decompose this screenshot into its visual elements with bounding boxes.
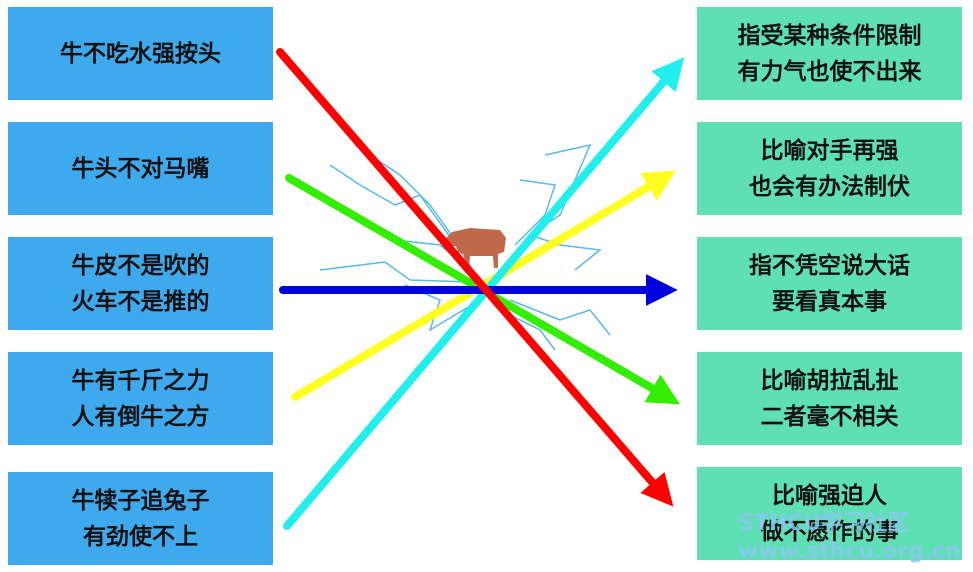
right-item-1-line-2: 有力气也使不出来 [737, 58, 922, 85]
right-item-3: 指不凭空说大话 要看真本事 [697, 237, 962, 330]
left-item-1-line-1: 牛不吃水强按头 [60, 40, 221, 67]
left-item-5-line-1: 牛犊子追兔子 [71, 487, 210, 514]
right-item-5: 比喻强迫人 做不愿作的事 [697, 467, 962, 560]
left-item-4-line-2: 人有倒牛之方 [71, 403, 210, 430]
left-item-4-line-1: 牛有千斤之力 [71, 367, 210, 394]
arrow-red [276, 48, 674, 507]
left-item-1: 牛不吃水强按头 [8, 7, 273, 100]
left-item-5: 牛犊子追兔子 有劲使不上 [8, 472, 273, 565]
right-item-1-line-1: 指受某种条件限制 [737, 22, 922, 49]
right-item-4-line-1: 比喻胡拉乱扯 [760, 367, 899, 394]
left-item-3-line-1: 牛皮不是吹的 [71, 252, 210, 279]
right-item-3-line-2: 要看真本事 [772, 288, 887, 315]
watermark-line-2: www.sthcu.org.cn [738, 539, 962, 564]
right-item-5-line-2: 做不愿作的事 [760, 518, 899, 545]
right-item-2-line-2: 也会有办法制伏 [749, 173, 910, 200]
right-item-3-line-1: 指不凭空说大话 [749, 252, 910, 279]
left-item-3-line-2: 火车不是推的 [71, 288, 210, 315]
right-item-5-line-1: 比喻强迫人 [772, 482, 887, 509]
right-item-4: 比喻胡拉乱扯 二者毫不相关 [697, 352, 962, 445]
left-item-5-line-2: 有劲使不上 [83, 523, 198, 550]
right-item-2: 比喻对手再强 也会有办法制伏 [697, 122, 962, 215]
arrow-cyan [283, 57, 685, 530]
right-item-2-line-1: 比喻对手再强 [760, 137, 899, 164]
left-item-4: 牛有千斤之力 人有倒牛之方 [8, 352, 273, 445]
watermark-line-1: STHCU学习社区 [738, 511, 910, 536]
left-item-2: 牛头不对马嘴 [8, 122, 273, 215]
watermark: STHCU学习社区 www.sthcu.org.cn [738, 510, 961, 566]
left-item-3: 牛皮不是吹的 火车不是推的 [8, 237, 273, 330]
right-item-1: 指受某种条件限制 有力气也使不出来 [697, 7, 962, 100]
left-item-2-line-1: 牛头不对马嘴 [71, 155, 210, 182]
right-item-4-line-2: 二者毫不相关 [760, 403, 899, 430]
